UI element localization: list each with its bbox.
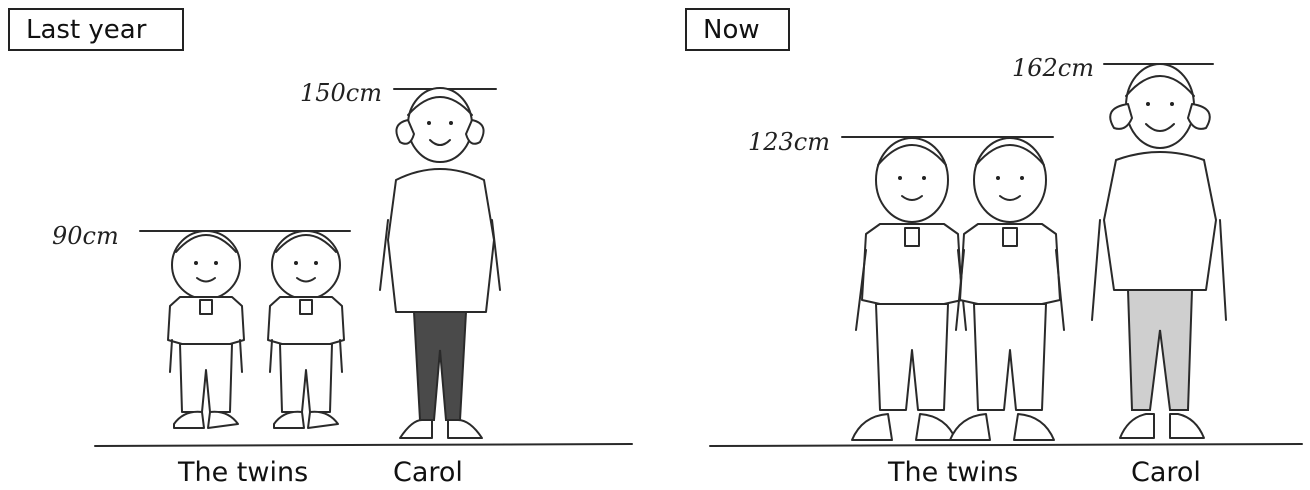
twin-figure-2-now bbox=[950, 138, 1064, 440]
twin-figure-2-last-year bbox=[268, 231, 344, 428]
twins-height-label-now: 123cm bbox=[748, 128, 830, 156]
carol-caption-now: Carol bbox=[1131, 457, 1201, 488]
carol-height-label-now: 162cm bbox=[1012, 54, 1094, 82]
carol-caption-last-year: Carol bbox=[393, 457, 463, 488]
last-year-panel: 90cm 150cm bbox=[52, 79, 632, 488]
twins-height-label-last-year: 90cm bbox=[52, 222, 119, 250]
twins-caption-now: The twins bbox=[887, 457, 1018, 488]
twin-figure-1-last-year bbox=[168, 231, 244, 428]
twin-figure-1-now bbox=[852, 138, 966, 440]
ground-line-last-year bbox=[95, 444, 632, 446]
carol-figure-last-year bbox=[380, 88, 500, 438]
carol-height-label-last-year: 150cm bbox=[300, 79, 382, 107]
carol-figure-now bbox=[1092, 64, 1226, 438]
ground-line-now bbox=[710, 444, 1302, 446]
twins-caption-last-year: The twins bbox=[177, 457, 308, 488]
now-panel: 123cm 162cm bbox=[710, 54, 1302, 488]
